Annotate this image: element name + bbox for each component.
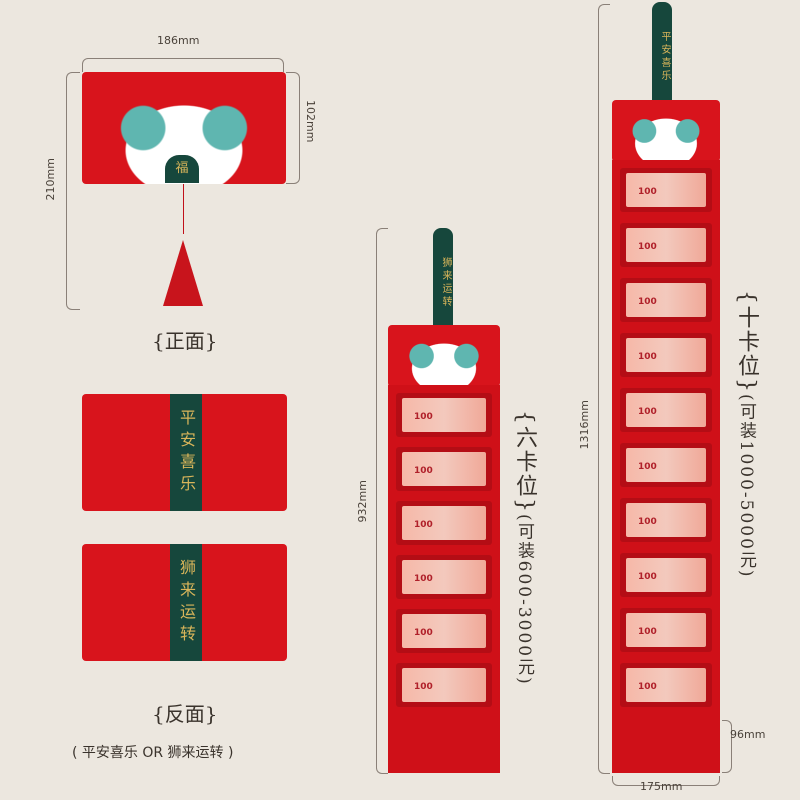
six-height-bracket [376, 228, 388, 774]
card-slot: 100 [620, 168, 712, 212]
banknote: 100 [402, 668, 486, 702]
front-height-label: 102mm [304, 100, 317, 143]
banknote: 100 [626, 668, 706, 702]
ten-stick: 平安喜乐 [652, 2, 672, 102]
banknote: 100 [626, 613, 706, 647]
ten-lion-head [612, 100, 720, 162]
ten-bottom-label: 96mm [730, 728, 766, 741]
banknote-value: 100 [638, 242, 657, 252]
band-shi-lai: 狮来运转 [170, 544, 202, 661]
width-bracket-ten [612, 776, 720, 786]
banknote-value: 100 [638, 627, 657, 637]
card-slot: 100 [620, 388, 712, 432]
banknote: 100 [626, 283, 706, 317]
banknote-value: 100 [414, 628, 433, 638]
six-title: {六卡位} [512, 410, 537, 514]
pocket-bracket [286, 72, 300, 184]
banknote-value: 100 [414, 682, 433, 692]
ten-subtitle: (可装1000-5000元) [736, 394, 756, 579]
banknote-value: 100 [638, 572, 657, 582]
card-slot: 100 [620, 443, 712, 487]
banknote-value: 100 [638, 517, 657, 527]
banknote: 100 [402, 560, 486, 594]
banknote: 100 [402, 506, 486, 540]
card-slot: 100 [396, 447, 492, 491]
banknote-value: 100 [638, 462, 657, 472]
bottom-bracket [722, 720, 732, 773]
front-caption: {正面} [152, 329, 218, 353]
banknote-value: 100 [414, 466, 433, 476]
banknote-value: 100 [638, 407, 657, 417]
card-slot: 100 [620, 608, 712, 652]
card-slot: 100 [620, 663, 712, 707]
banknote-value: 100 [638, 682, 657, 692]
banknote-value: 100 [638, 352, 657, 362]
six-height-label: 932mm [356, 480, 369, 523]
tassel-icon [163, 240, 203, 306]
front-width-label: 186mm [157, 34, 200, 47]
ten-width-label: 175mm [640, 780, 683, 793]
card-slot: 100 [396, 501, 492, 545]
six-strip: 100 100 100 100 100 100 [388, 385, 500, 713]
six-subtitle: (可装600-3000元) [514, 514, 534, 686]
width-bracket [82, 58, 284, 72]
tassel-cord [183, 184, 184, 234]
ten-strip: 100 100 100 100 100 100 100 100 100 100 [612, 160, 720, 720]
card-slot: 100 [396, 393, 492, 437]
banknote: 100 [626, 448, 706, 482]
banknote-value: 100 [414, 520, 433, 530]
card-slot: 100 [396, 663, 492, 707]
banknote: 100 [626, 173, 706, 207]
six-stick: 狮来运转 [433, 228, 453, 328]
banknote: 100 [626, 503, 706, 537]
front-envelope [82, 72, 286, 184]
banknote: 100 [626, 393, 706, 427]
ten-height-bracket [598, 4, 610, 774]
band-ping-an: 平安喜乐 [170, 394, 202, 511]
banknote: 100 [626, 338, 706, 372]
card-slot: 100 [396, 555, 492, 599]
banknote: 100 [626, 558, 706, 592]
card-slot: 100 [620, 553, 712, 597]
front-total-label: 210mm [44, 158, 57, 201]
banknote-value: 100 [414, 412, 433, 422]
banknote: 100 [402, 398, 486, 432]
banknote: 100 [626, 228, 706, 262]
banknote-value: 100 [638, 297, 657, 307]
height-bracket [66, 72, 80, 310]
ten-label: {十卡位}(可装1000-5000元) [730, 290, 762, 579]
banknote-value: 100 [414, 574, 433, 584]
six-bottom [388, 713, 500, 773]
ten-title: {十卡位} [734, 290, 759, 394]
back-subcaption: ( 平安喜乐 OR 狮来运转 ) [72, 745, 234, 761]
ten-height-label: 1316mm [578, 400, 591, 450]
banknote: 100 [402, 452, 486, 486]
card-slot: 100 [620, 333, 712, 377]
seal: 福 [165, 155, 199, 183]
card-slot: 100 [620, 498, 712, 542]
six-label: {六卡位}(可装600-3000元) [508, 410, 540, 686]
ten-bottom [612, 720, 720, 773]
card-slot: 100 [620, 278, 712, 322]
six-lion-head [388, 325, 500, 387]
back-caption: {反面} [152, 702, 218, 726]
banknote-value: 100 [638, 187, 657, 197]
card-slot: 100 [620, 223, 712, 267]
card-slot: 100 [396, 609, 492, 653]
banknote: 100 [402, 614, 486, 648]
